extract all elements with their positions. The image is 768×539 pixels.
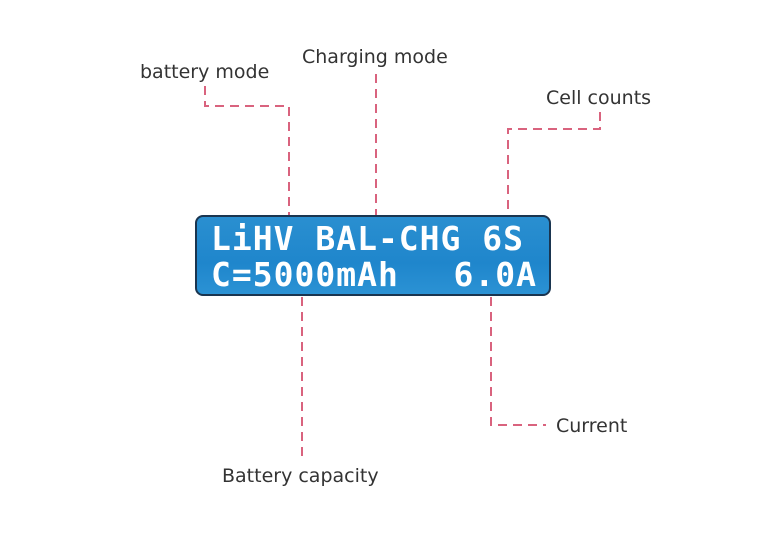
battery-capacity-label: Battery capacity xyxy=(222,465,379,487)
lcd-display: LiHV BAL-CHG 6S C=5000mAh 6.0A xyxy=(195,215,551,296)
battery-mode-label: battery mode xyxy=(140,61,270,83)
lcd-current-text: 6.0A xyxy=(453,255,537,294)
charging-mode-label: Charging mode xyxy=(302,46,448,68)
leader-current xyxy=(490,297,546,426)
lcd-line-1: LiHV BAL-CHG 6S xyxy=(211,221,537,257)
leader-cell-counts xyxy=(507,112,601,215)
lcd-line-1-text: LiHV BAL-CHG 6S xyxy=(211,219,525,258)
lcd-line-2: C=5000mAh 6.0A xyxy=(211,257,537,293)
leader-battery-mode xyxy=(204,86,290,215)
current-label: Current xyxy=(556,415,628,437)
cell-counts-label: Cell counts xyxy=(546,87,652,109)
lcd-capacity-text: C=5000mAh xyxy=(211,255,399,294)
